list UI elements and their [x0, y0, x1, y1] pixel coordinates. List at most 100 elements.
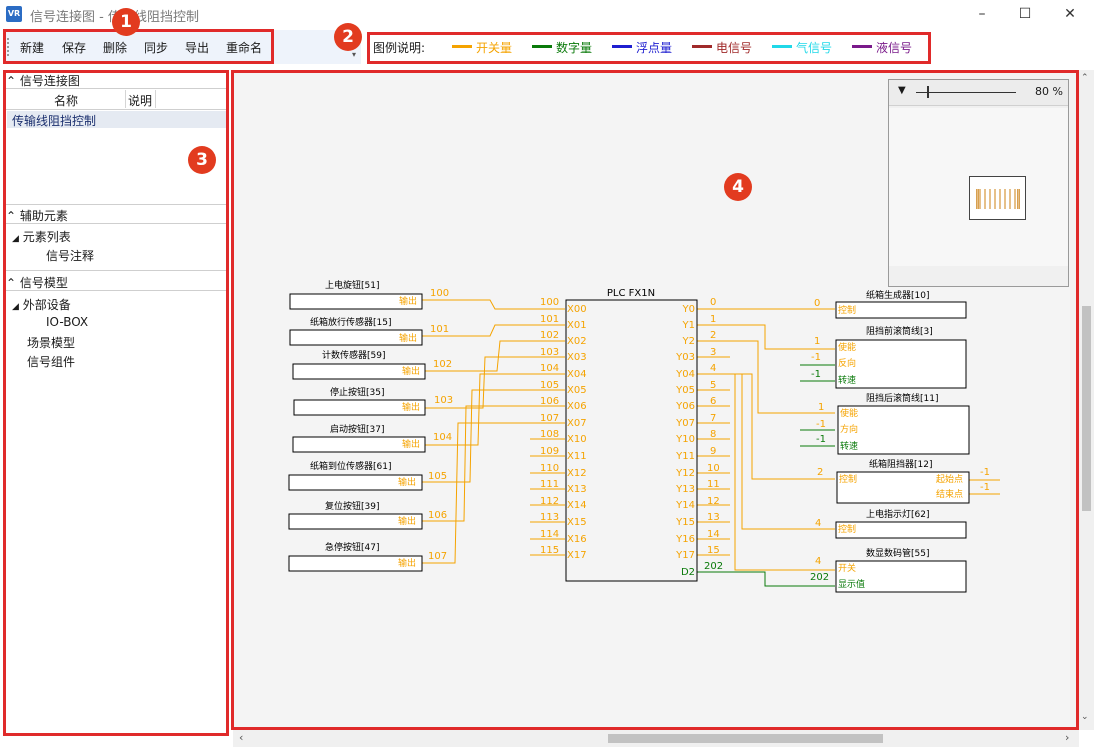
tree-item-element-list[interactable]: ◢ 元素列表 — [12, 228, 71, 245]
legend-item-switch: 开关量 — [476, 41, 513, 55]
column-divider — [155, 90, 156, 108]
column-header-name[interactable]: 名称 — [54, 94, 79, 108]
signal-label: 107 — [428, 551, 447, 562]
port-value: -1 — [816, 419, 826, 430]
zoom-slider-thumb[interactable] — [927, 86, 929, 98]
wire-label: 107 — [540, 413, 559, 424]
tree-item-signal-component[interactable]: 信号组件 — [27, 355, 76, 369]
horizontal-scroll-thumb[interactable] — [608, 734, 883, 743]
toolbar-grip-icon[interactable] — [7, 38, 10, 56]
horizontal-scrollbar[interactable]: ‹ › — [233, 730, 1079, 747]
collapse-icon[interactable]: ⌃ — [6, 74, 17, 88]
delete-button[interactable]: 删除 — [103, 41, 128, 55]
port-value: -1 — [816, 434, 826, 445]
diagram-svg[interactable]: PLC FX1N X00 X01 X02 X03 X04 X05 X06 X07… — [233, 70, 1078, 730]
zoom-bar: ▼ 80 % — [889, 80, 1068, 106]
minimap-viewport[interactable] — [889, 108, 1068, 266]
output-device-box-blocker[interactable]: 纸箱阻挡器[12] 控制 起始点 结束点 2 -1 -1 — [817, 458, 990, 504]
section-signal-diagram-header[interactable]: ⌃ 信号连接图 — [6, 72, 80, 89]
input-device-stop-button[interactable]: 停止按钮[35] 输出 103 — [293, 386, 453, 416]
rename-button[interactable]: 重命名 — [226, 41, 263, 55]
tree-item-scene-model[interactable]: 场景模型 — [27, 336, 76, 350]
expand-icon[interactable]: ◢ — [12, 302, 19, 312]
vertical-scroll-thumb[interactable] — [1082, 306, 1091, 511]
diagram-canvas[interactable]: PLC FX1N X00 X01 X02 X03 X04 X05 X06 X07… — [233, 70, 1078, 730]
output-device-box-generator[interactable]: 纸箱生成器[10] 控制 0 — [814, 289, 967, 319]
wire-label: 104 — [540, 363, 559, 374]
plc-pin-label: Y07 — [675, 418, 695, 429]
table-row-label[interactable]: 传输线阻挡控制 — [12, 114, 97, 128]
scroll-left-icon[interactable]: ‹ — [239, 731, 244, 744]
plc-pin-label: Y12 — [675, 468, 695, 479]
maximize-button[interactable]: ☐ — [1018, 6, 1032, 22]
sync-button[interactable]: 同步 — [144, 41, 169, 55]
tree-item-io-box[interactable]: IO-BOX — [46, 315, 89, 329]
port-value: 4 — [815, 518, 821, 529]
port-label: 输出 — [402, 401, 420, 413]
scroll-right-icon[interactable]: › — [1065, 731, 1070, 744]
table-row-selected[interactable] — [7, 111, 226, 128]
collapse-icon[interactable]: ⌃ — [6, 276, 17, 290]
port-label: 转速 — [840, 440, 858, 452]
vertical-scrollbar[interactable]: ⌃ ⌄ — [1079, 70, 1094, 730]
plc-pin-label: X15 — [567, 517, 587, 528]
port-label: 输出 — [402, 365, 420, 377]
divider — [3, 223, 229, 224]
plc-input-wire-labels: 100 101 102 103 104 105 106 107 108 109 … — [540, 297, 559, 556]
output-device-power-indicator[interactable]: 上电指示灯[62] 控制 4 — [815, 508, 967, 539]
plc-block[interactable] — [565, 299, 698, 582]
device-name: 数显数码管[55] — [866, 547, 929, 559]
port-value: -1 — [980, 482, 990, 493]
export-button[interactable]: 导出 — [185, 41, 210, 55]
plc-pin-label: X16 — [567, 534, 587, 545]
save-button[interactable]: 保存 — [62, 41, 87, 55]
plc-pin-label: Y10 — [675, 434, 695, 445]
tree-item-external-device[interactable]: ◢ 外部设备 — [12, 296, 71, 313]
output-device-digital-display[interactable]: 数显数码管[55] 开关 显示值 4 202 — [810, 547, 967, 593]
device-name: 阻挡后滚筒线[11] — [866, 392, 938, 404]
collapse-icon[interactable]: ⌃ — [6, 209, 17, 223]
new-button[interactable]: 新建 — [20, 41, 45, 55]
section-title: 信号连接图 — [19, 74, 80, 88]
section-signal-model-header[interactable]: ⌃ 信号模型 — [6, 274, 68, 291]
input-device-start-button[interactable]: 启动按钮[37] 输出 104 — [292, 423, 452, 453]
minimap-panel[interactable]: ▼ 80 % — [888, 79, 1069, 287]
output-device-front-conveyor[interactable]: 阻挡前滚筒线[3] 使能 反向 转速 1 -1 -1 — [811, 325, 967, 389]
signal-label: 102 — [433, 359, 452, 370]
section-aux-header[interactable]: ⌃ 辅助元素 — [6, 207, 68, 224]
minimap-thumbnail[interactable] — [969, 176, 1026, 220]
plc-pin-label: Y04 — [675, 369, 695, 380]
minimap-content — [976, 189, 1020, 209]
input-device-reset-button[interactable]: 复位按钮[39] 输出 106 — [288, 500, 447, 530]
input-device-emergency-stop[interactable]: 急停按钮[47] 输出 107 — [288, 541, 447, 572]
zoom-slider[interactable] — [916, 92, 1016, 93]
close-button[interactable]: ✕ — [1064, 6, 1076, 22]
minimize-button[interactable]: – — [978, 6, 986, 22]
plc-pin-label: X04 — [567, 369, 587, 380]
output-device-rear-conveyor[interactable]: 阻挡后滚筒线[11] 使能 方向 转速 1 -1 -1 — [816, 392, 970, 455]
plc-pin-label: X00 — [567, 304, 587, 315]
device-name: 阻挡前滚筒线[3] — [866, 325, 933, 337]
scroll-up-icon[interactable]: ⌃ — [1081, 73, 1089, 83]
input-device-box-arrival-sensor[interactable]: 纸箱到位传感器[61] 输出 105 — [288, 460, 447, 491]
toolbar-overflow-icon[interactable]: ▾ — [352, 50, 357, 59]
app-logo-icon: VR — [6, 6, 22, 22]
marker-2: 2 — [334, 23, 362, 51]
device-name: 纸箱到位传感器[61] — [310, 460, 391, 472]
column-header-desc[interactable]: 说明 — [128, 94, 153, 108]
column-divider — [125, 90, 126, 108]
tree-item-signal-note[interactable]: 信号注释 — [46, 249, 95, 263]
input-device-box-release-sensor[interactable]: 纸箱放行传感器[15] 输出 101 — [289, 316, 449, 346]
scroll-down-icon[interactable]: ⌄ — [1081, 712, 1089, 722]
input-device-power-knob[interactable]: 上电旋钮[51] 输出 100 — [289, 279, 449, 310]
wire-label: 115 — [540, 545, 559, 556]
device-name: 纸箱阻挡器[12] — [869, 458, 932, 470]
wire-label: 6 — [710, 396, 716, 407]
plc-pin-label: Y14 — [675, 500, 695, 511]
port-label: 方向 — [840, 423, 858, 435]
expand-icon[interactable]: ◢ — [12, 234, 19, 244]
zoom-dropdown-icon[interactable]: ▼ — [898, 85, 906, 96]
plc-pin-label: X07 — [567, 418, 587, 429]
input-device-count-sensor[interactable]: 计数传感器[59] 输出 102 — [292, 349, 452, 380]
port-label: 转速 — [838, 374, 856, 386]
